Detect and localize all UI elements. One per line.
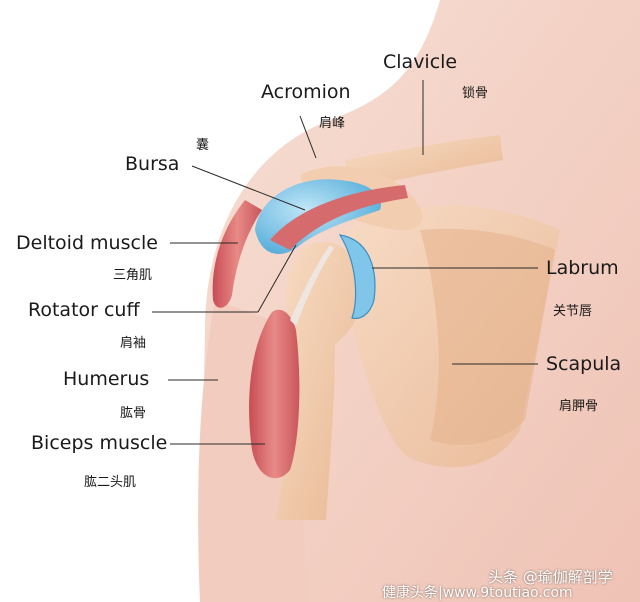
rotator-cuff-tendon — [270, 185, 408, 250]
watermark-secondary: 健康头条|www.9toutiao.com — [382, 585, 573, 601]
biceps-tendon — [290, 245, 334, 326]
label-bursa-zh: 囊 — [196, 138, 210, 153]
biceps-muscle — [249, 309, 300, 479]
label-humerus: Humerus — [63, 368, 150, 390]
leader-bursa — [191, 165, 306, 211]
leader-rotator-diag — [257, 244, 297, 313]
scapula-shadow — [420, 228, 555, 445]
label-clavicle-zh: 锁骨 — [462, 86, 489, 101]
label-labrum-zh: 关节唇 — [553, 304, 593, 319]
label-rotator-zh: 肩袖 — [120, 336, 147, 351]
label-scapula: Scapula — [546, 353, 622, 375]
label-labrum: Labrum — [546, 257, 619, 279]
label-acromion-zh: 肩峰 — [319, 116, 346, 131]
label-bursa: Bursa — [125, 153, 180, 175]
label-humerus-zh: 肱骨 — [120, 406, 147, 421]
deltoid-muscle — [212, 200, 262, 308]
label-scapula-zh: 肩胛骨 — [559, 399, 599, 414]
leader-acromion — [299, 115, 317, 159]
label-biceps-zh: 肱二头肌 — [84, 475, 137, 490]
label-biceps: Biceps muscle — [31, 432, 168, 454]
leader-lines — [152, 80, 538, 445]
watermark: 头条 @瑜伽解剖学 — [488, 568, 613, 586]
label-clavicle: Clavicle — [383, 51, 458, 73]
label-acromion: Acromion — [261, 81, 351, 103]
label-deltoid-zh: 三角肌 — [113, 268, 153, 283]
labrum-cartilage — [338, 234, 376, 320]
label-deltoid: Deltoid muscle — [16, 232, 158, 254]
label-rotator: Rotator cuff — [28, 299, 140, 321]
clavicle-bone — [345, 135, 503, 190]
